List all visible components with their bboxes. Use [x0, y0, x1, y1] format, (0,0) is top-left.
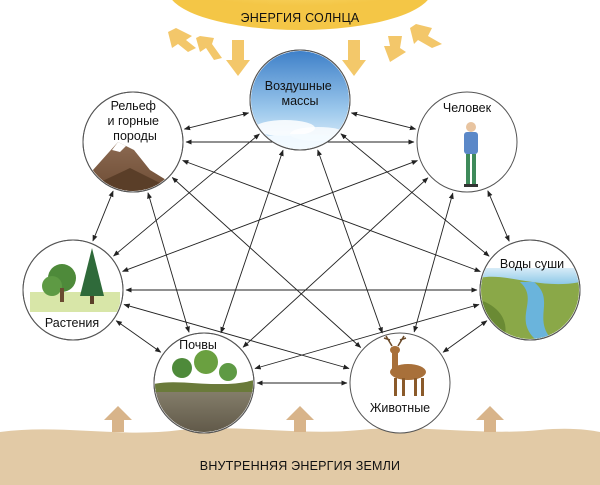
air-masses-label: Воздушные массы [265, 79, 336, 108]
sun-ray-arrow [196, 36, 222, 60]
connection-human-animals [413, 192, 454, 333]
soils-label: Почвы [179, 338, 217, 352]
earth-arrow-up [286, 406, 314, 432]
river-illustration [481, 268, 579, 339]
connection-human-water [487, 190, 510, 242]
connection-arrows [92, 111, 510, 386]
connection-water-animals [442, 320, 488, 353]
relief-label-line: породы [113, 129, 157, 143]
connection-air-soils [220, 149, 284, 334]
plants-label: Растения [45, 316, 99, 330]
connection-relief-soils [147, 192, 190, 333]
connection-relief-plants [92, 190, 114, 242]
relief-label-line: и горные [108, 114, 160, 128]
node-animals: Животные [349, 332, 451, 434]
node-human: Человек [416, 91, 518, 193]
person-illustration [464, 122, 478, 187]
inland-waters-label: Воды суши [500, 257, 564, 271]
deer-illustration [383, 335, 426, 396]
human-label: Человек [443, 101, 492, 115]
air-masses-label-line: массы [281, 94, 318, 108]
sun-ray-arrow [410, 24, 442, 48]
node-plants: Растения [22, 239, 124, 341]
sun: ЭНЕРГИЯ СОЛНЦА [172, 0, 428, 30]
connection-relief-animals [171, 177, 362, 348]
connection-air-relief [183, 111, 250, 131]
node-air-masses: Воздушные массы [249, 49, 351, 151]
earth-energy-label: ВНУТРЕННЯЯ ЭНЕРГИЯ ЗЕМЛИ [200, 459, 400, 473]
connection-air-human [350, 111, 417, 131]
sun-ray-arrow [226, 40, 250, 76]
sun-ray-arrow [384, 36, 406, 62]
animals-label: Животные [370, 401, 430, 415]
relief-label: Рельеф и горные породы [108, 99, 163, 143]
earth-energy-arrows [104, 406, 504, 432]
connection-plants-soils [115, 320, 162, 353]
relief-label-line: Рельеф [111, 99, 156, 113]
earth-arrow-up [476, 406, 504, 432]
node-relief-rocks: Рельеф и горные породы [82, 91, 184, 193]
connection-human-soils [242, 177, 429, 348]
sun-ray-arrow [342, 40, 366, 76]
sun-disc [172, 0, 428, 30]
earth-ground [0, 428, 600, 485]
sun-energy-label: ЭНЕРГИЯ СОЛНЦА [241, 11, 360, 25]
connection-water-soils [254, 303, 480, 370]
earth-arrow-up [104, 406, 132, 432]
node-soils: Почвы [153, 332, 255, 434]
earth-band: ВНУТРЕННЯЯ ЭНЕРГИЯ ЗЕМЛИ [0, 406, 600, 485]
node-inland-waters: Воды суши [479, 239, 581, 341]
air-masses-label-line: Воздушные [265, 79, 332, 93]
trees-illustration [30, 248, 120, 312]
sun-rays [168, 24, 442, 76]
sun-ray-arrow [168, 28, 196, 52]
